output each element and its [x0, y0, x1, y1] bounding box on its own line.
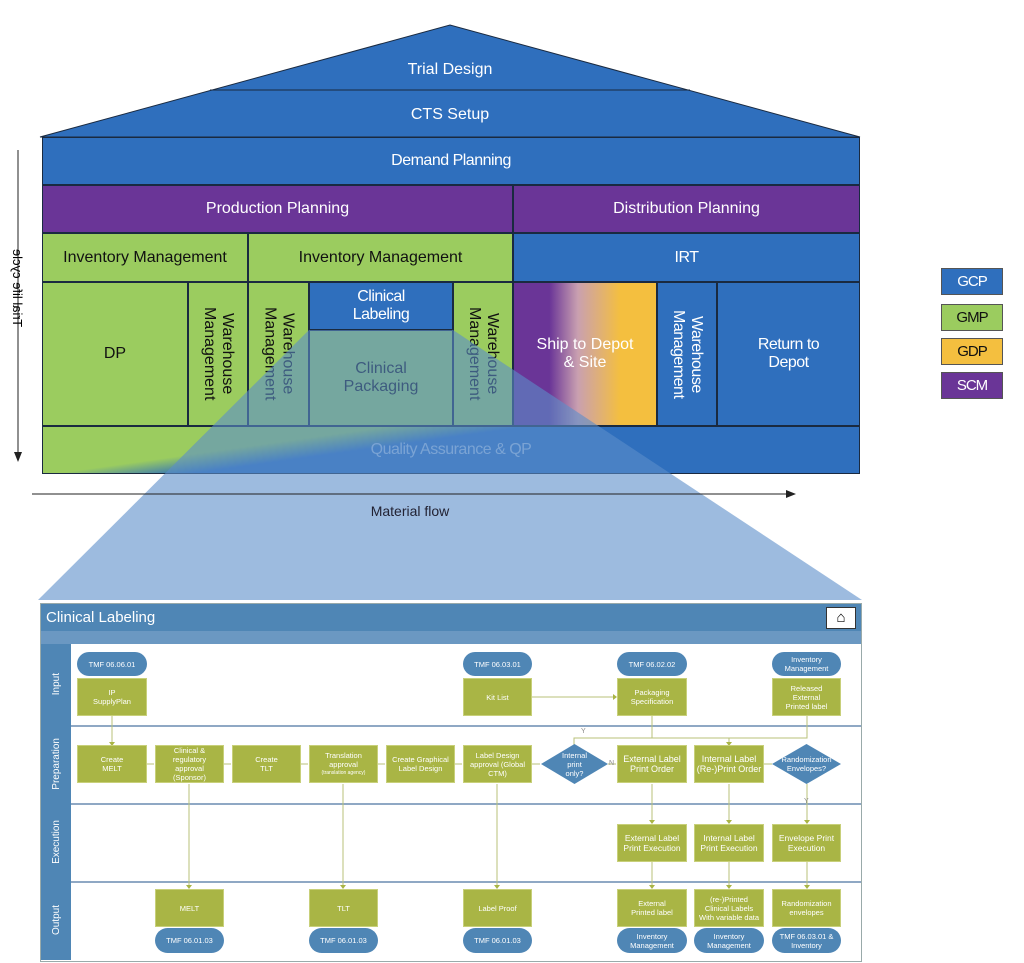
tmf-pill: TMF 06.03.01 [463, 652, 532, 676]
demand-planning: Demand Planning [42, 137, 860, 185]
distribution-planning: Distribution Planning [513, 185, 860, 233]
clinical-approval: Clinical & regulatory approval (Sponsor) [155, 745, 224, 783]
irt: IRT [513, 233, 860, 282]
arrowhead-icon [14, 452, 22, 462]
lane-row [71, 725, 861, 805]
yes-label: Y [581, 728, 586, 735]
lane-preparation: Preparation [41, 725, 71, 803]
envelope-print-execution: Envelope Print Execution [772, 824, 841, 862]
translation-approval: Translation approval(translation agency) [309, 745, 378, 783]
kit-list: Kit List [463, 678, 532, 716]
tmf-pill: TMF 06.02.02 [617, 652, 687, 676]
tlt-output: TLT [309, 889, 378, 927]
home-icon[interactable]: ⌂ [826, 607, 856, 629]
arrowhead-icon [786, 490, 796, 498]
panel-title: Clinical Labeling [41, 604, 861, 631]
production-planning: Production Planning [42, 185, 513, 233]
legend-gcp: GCP [941, 268, 1003, 295]
tmf-inventory-pill: TMF 06.03.01 & Inventory [772, 928, 841, 953]
tmf-pill: TMF 06.06.01 [77, 652, 147, 676]
external-label-print-execution: External Label Print Execution [617, 824, 687, 862]
external-printed-label: External Printed label [617, 889, 687, 927]
create-graphical-label-design: Create Graphical Label Design [386, 745, 455, 783]
create-melt: Create MELT [77, 745, 147, 783]
ip-supply-plan: IP SupplyPlan [77, 678, 147, 716]
inventory-pill: Inventory Management [772, 652, 841, 676]
released-label: Released External Printed label [772, 678, 841, 716]
label-proof: Label Proof [463, 889, 532, 927]
lane-row [71, 803, 861, 883]
inventory-pill: Inventory Management [694, 928, 764, 953]
reprinted-clinical-labels: (re-)Printed Clinical Labels With variab… [694, 889, 764, 927]
inventory-management: Inventory Management [42, 233, 248, 282]
randomization-envelopes: Randomization envelopes [772, 889, 841, 927]
legend-scm: SCM [941, 372, 1003, 399]
create-tlt: Create TLT [232, 745, 301, 783]
lane-row [71, 644, 861, 727]
lane-output: Output [41, 881, 71, 960]
clinical-labeling-panel: Clinical Labeling ⌂ Input Preparation Ex… [40, 603, 862, 962]
legend-gmp: GMP [941, 304, 1003, 331]
yes-label: Y [804, 798, 809, 805]
melt-output: MELT [155, 889, 224, 927]
sub-label: (translation agency) [321, 769, 366, 776]
panel-subheader [41, 631, 861, 644]
internal-label-print-order: Internal Label (Re-)Print Order [694, 745, 764, 783]
external-label-print-order: External Label Print Order [617, 745, 687, 783]
no-label: N [609, 760, 615, 767]
vertical-axis-label: Trial life cycle [10, 248, 26, 328]
tmf-pill: TMF 06.01.03 [155, 928, 224, 953]
horizontal-axis-label: Material flow [370, 503, 450, 519]
inventory-management: Inventory Management [248, 233, 513, 282]
tmf-pill: TMF 06.01.03 [309, 928, 378, 953]
inventory-pill: Inventory Management [617, 928, 687, 953]
axes [14, 150, 796, 498]
legend-gdp: GDP [941, 338, 1003, 365]
lane-input: Input [41, 644, 71, 725]
packaging-specification: Packaging Specification [617, 678, 687, 716]
tmf-pill: TMF 06.01.03 [463, 928, 532, 953]
clinical-labeling[interactable]: Clinical Labeling [309, 282, 453, 330]
lane-execution: Execution [41, 803, 71, 881]
internal-label-print-execution: Internal Label Print Execution [694, 824, 764, 862]
trial-design: Trial Design [407, 61, 493, 78]
cts-setup: CTS Setup [410, 106, 490, 123]
label-design-approval: Label Design approval (Global CTM) [463, 745, 532, 783]
label: Translation approval [325, 750, 362, 769]
